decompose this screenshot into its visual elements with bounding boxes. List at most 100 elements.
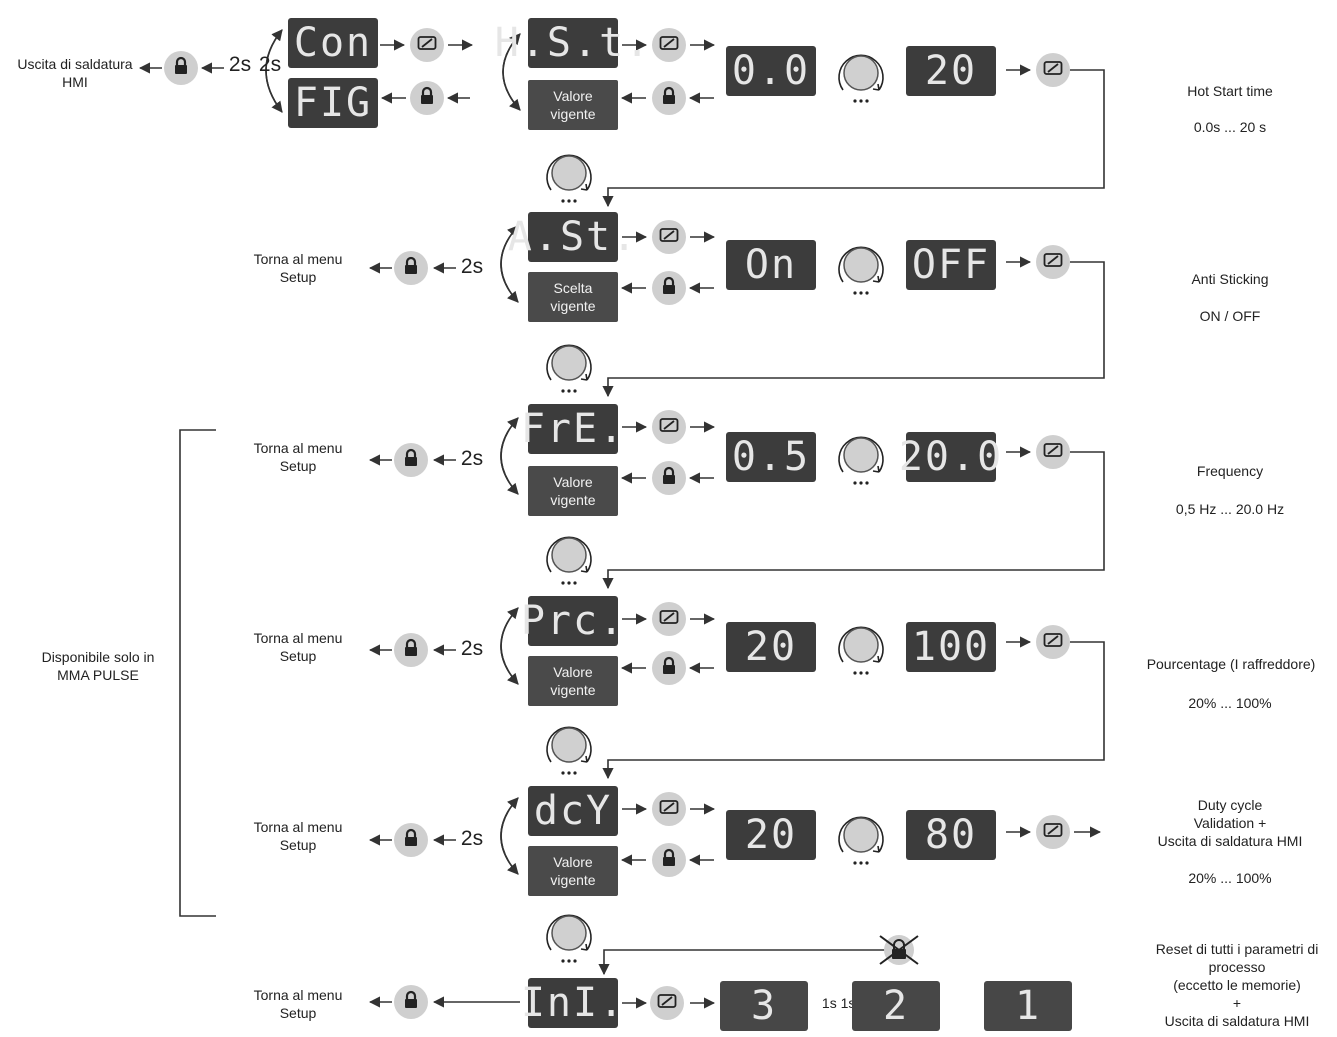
validate-button[interactable] — [652, 28, 686, 62]
display-param-code: Prc. — [520, 596, 626, 646]
validate-button[interactable] — [410, 28, 444, 62]
validate-button[interactable] — [652, 792, 686, 826]
display-max: 20 — [906, 46, 996, 96]
validate-icon — [1043, 632, 1063, 653]
validate-icon — [1043, 442, 1063, 463]
knob-icon[interactable] — [834, 808, 888, 873]
knob-icon[interactable] — [834, 46, 888, 111]
lock-button[interactable] — [652, 461, 686, 495]
validate-button[interactable] — [650, 986, 684, 1020]
param-desc-range: 0.0s ... 20 s — [1193, 119, 1267, 135]
validate-button[interactable] — [652, 410, 686, 444]
hold-time-label: 2s — [460, 637, 484, 660]
lock-button[interactable] — [394, 985, 428, 1019]
lock-button[interactable] — [652, 81, 686, 115]
lock-icon — [661, 656, 677, 680]
display-max: 100 — [906, 622, 996, 672]
validate-button[interactable] — [652, 602, 686, 636]
display-max: 20.0 — [898, 432, 1004, 482]
back-to-setup-label: Torna al menu Setup — [253, 251, 343, 285]
param-desc-title: Duty cycle Validation + Uscita di saldat… — [1157, 797, 1303, 849]
lock-icon — [403, 828, 419, 852]
knob-icon[interactable] — [542, 336, 596, 401]
validate-icon — [659, 417, 679, 438]
knob-icon[interactable] — [834, 428, 888, 493]
param-desc-title: Hot Start time — [1187, 83, 1273, 99]
display-min: 20 — [726, 622, 816, 672]
param-desc-range: 0,5 Hz ... 20.0 Hz — [1175, 501, 1285, 517]
display-param-code: A.St. — [507, 212, 639, 262]
back-to-setup-label: Torna al menu Setup — [253, 819, 343, 853]
validate-button[interactable] — [1036, 625, 1070, 659]
knob-icon[interactable] — [542, 146, 596, 211]
lock-icon — [661, 848, 677, 872]
lock-icon — [403, 990, 419, 1014]
display-min: 0.5 — [726, 432, 816, 482]
validate-button[interactable] — [1036, 815, 1070, 849]
display-min: On — [726, 240, 816, 290]
validate-icon — [417, 35, 437, 56]
validate-button[interactable] — [1036, 53, 1070, 87]
lock-icon — [661, 466, 677, 490]
display-fig: FIG — [288, 78, 378, 128]
validate-button[interactable] — [652, 220, 686, 254]
lock-icon — [661, 276, 677, 300]
mma-pulse-note: Disponibile solo in MMA PULSE — [41, 649, 155, 683]
lock-button[interactable] — [652, 271, 686, 305]
lock-icon — [403, 448, 419, 472]
display-param-code: dcY — [528, 786, 618, 836]
param-desc-range: 20% ... 100% — [1188, 695, 1272, 711]
display-min: 20 — [726, 810, 816, 860]
crossed-lock-icon — [876, 932, 922, 968]
current-choice-box: Scelta vigente — [528, 272, 618, 322]
validate-icon — [657, 993, 677, 1014]
lock-button[interactable] — [164, 51, 198, 85]
display-max: OFF — [906, 240, 996, 290]
display-max: 80 — [906, 810, 996, 860]
knob-icon[interactable] — [542, 718, 596, 783]
lock-button[interactable] — [410, 81, 444, 115]
back-to-setup-label: Torna al menu Setup — [253, 987, 343, 1021]
param-desc-title: Frequency — [1196, 463, 1264, 479]
param-desc-range: 20% ... 100% — [1188, 870, 1272, 886]
validate-icon — [1043, 60, 1063, 81]
hold-time-label: 2s — [460, 447, 484, 470]
back-to-setup-label: Torna al menu Setup — [253, 630, 343, 664]
lock-button[interactable] — [652, 651, 686, 685]
lock-icon — [419, 86, 435, 110]
validate-button[interactable] — [1036, 245, 1070, 279]
display-param-code: H.S.t. — [494, 18, 652, 68]
current-value-box: Valore vigente — [528, 80, 618, 130]
knob-icon[interactable] — [834, 238, 888, 303]
knob-icon[interactable] — [834, 618, 888, 683]
lock-button[interactable] — [394, 251, 428, 285]
hold-time-label: 2s — [460, 255, 484, 278]
validate-icon — [659, 227, 679, 248]
validate-icon — [659, 609, 679, 630]
lock-button[interactable] — [394, 823, 428, 857]
current-value-box: Valore vigente — [528, 846, 618, 896]
lock-button[interactable] — [652, 843, 686, 877]
validate-icon — [659, 799, 679, 820]
knob-icon[interactable] — [542, 906, 596, 971]
current-value-box: Valore vigente — [528, 656, 618, 706]
hold-time-label: 2s — [460, 827, 484, 850]
countdown-2: 2 — [852, 981, 940, 1031]
current-value-box: Valore vigente — [528, 466, 618, 516]
validate-button[interactable] — [1036, 435, 1070, 469]
validate-icon — [1043, 822, 1063, 843]
knob-icon[interactable] — [542, 528, 596, 593]
hold-time-label: 2s — [258, 53, 282, 76]
display-min: 0.0 — [726, 46, 816, 96]
back-to-setup-label: Torna al menu Setup — [253, 440, 343, 474]
param-desc-title: Anti Sticking — [1191, 271, 1269, 287]
lock-icon — [403, 256, 419, 280]
validate-icon — [1043, 252, 1063, 273]
lock-button[interactable] — [394, 443, 428, 477]
param-desc-title: Pourcentage (I raffreddore) — [1146, 656, 1316, 672]
countdown-1: 1 — [984, 981, 1072, 1031]
lock-button[interactable] — [394, 633, 428, 667]
lock-icon — [173, 56, 189, 80]
param-desc-range: ON / OFF — [1199, 308, 1261, 324]
